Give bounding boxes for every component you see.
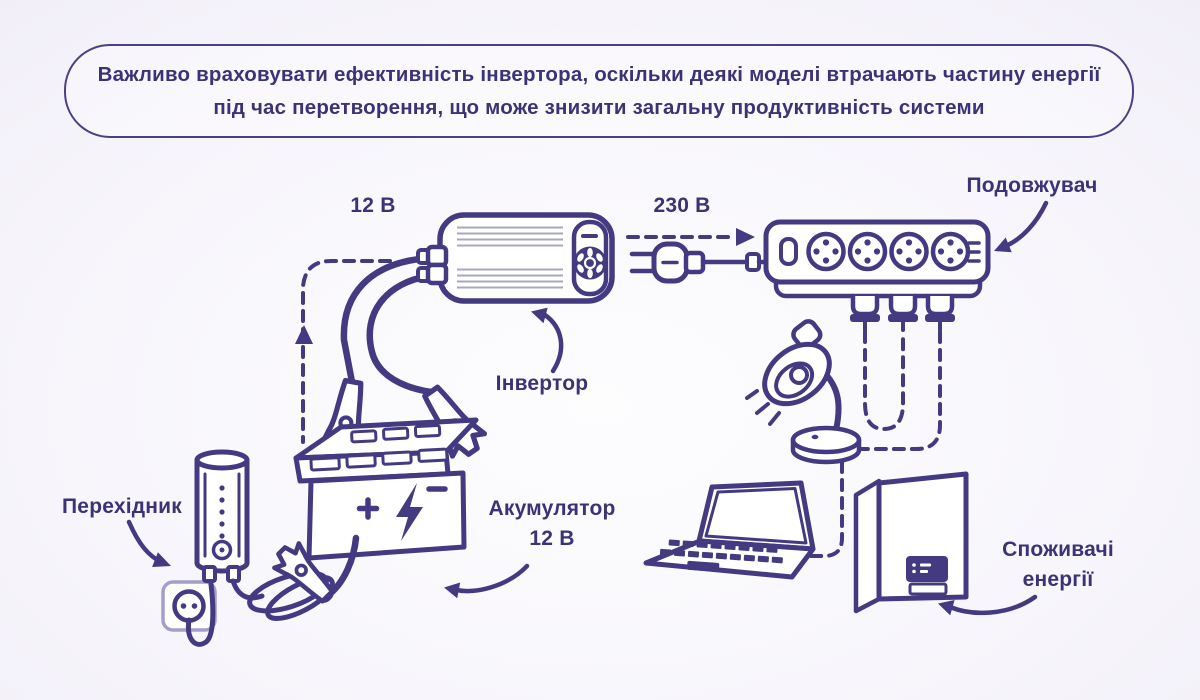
boiler-illustration — [853, 471, 969, 614]
vent-lines — [457, 226, 563, 289]
ac-voltage-label: 230 В — [653, 194, 710, 217]
consumers-label-line1: Споживачі — [1002, 538, 1114, 561]
ac-flow-dashed-arrow — [626, 228, 755, 246]
lamp-illustration — [745, 319, 862, 465]
adapter-illustration — [194, 449, 265, 601]
laptop-illustration — [643, 480, 816, 580]
adapter-label: Перехідник — [62, 495, 182, 518]
ac-plug-illustration — [629, 241, 771, 284]
dc-flow-dashed-line — [295, 259, 392, 444]
label-arrows — [126, 200, 1049, 616]
cable-dashed-loop — [863, 330, 905, 431]
battery-cables — [340, 254, 435, 396]
keyboard-keys — [659, 539, 783, 572]
consumers-label-line2: енергії — [1023, 568, 1095, 591]
trackpad — [687, 560, 720, 572]
battery-label-line1: Акумулятор — [489, 497, 616, 520]
cable-dashed-to-laptop — [798, 460, 844, 558]
info-banner-line1: Важливо враховувати ефективність інверто… — [97, 62, 1101, 86]
plus-symbol — [356, 497, 380, 520]
socket-cord — [185, 581, 216, 647]
alligator-clamp-icon — [270, 539, 343, 612]
battery-illustration — [293, 417, 479, 561]
strip-plugs — [850, 293, 955, 332]
strip-switch — [779, 237, 798, 266]
light-rays-icon — [745, 389, 781, 426]
cable-dashed-to-lamp — [856, 330, 942, 451]
power-strip-illustration — [763, 219, 991, 332]
inverter-illustration — [416, 212, 615, 304]
info-banner-line2: під час перетворення, що може знизити за… — [213, 96, 985, 119]
adapter-leds — [219, 485, 225, 539]
strip-sockets — [806, 231, 971, 272]
lightning-bolt-icon — [396, 483, 423, 541]
battery-label-line2: 12 В — [529, 527, 574, 550]
dc-input-terminals — [416, 244, 449, 286]
boiler-control-panel — [906, 556, 948, 582]
up-arrow-icon — [295, 325, 313, 344]
inverter-label: Інвертор — [496, 372, 589, 395]
info-banner: Важливо враховувати ефективність інверто… — [64, 44, 1134, 138]
fan-outlet-icon — [573, 246, 607, 280]
dc-voltage-label: 12 В — [350, 194, 395, 217]
power-strip-label: Подовжувач — [967, 174, 1098, 197]
right-arrow-icon — [736, 228, 755, 246]
